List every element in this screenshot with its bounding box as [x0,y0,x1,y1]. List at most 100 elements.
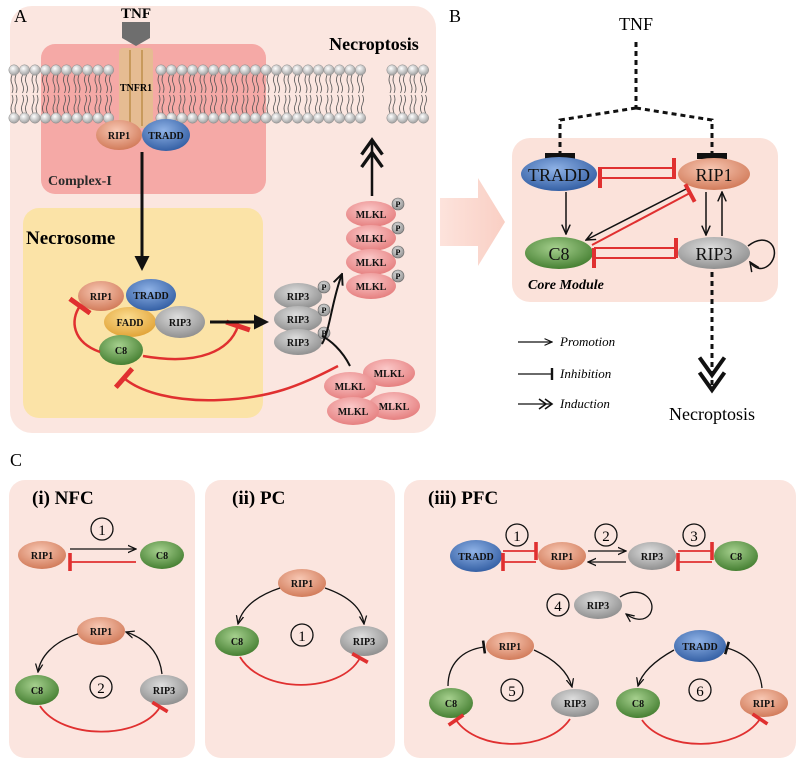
lipid-head [260,64,272,76]
lipid-tail [199,74,207,94]
lipid-tail [31,74,39,94]
svg-text:C8: C8 [445,699,457,710]
lipid-head [355,64,366,76]
lipid-tail [178,74,186,94]
lipid-tail [420,74,427,94]
panel-letter-c: C [10,450,22,470]
nfc-motif-2: RIP1 C8 RIP3 2 [15,617,188,733]
lipid-tail [199,94,207,114]
svg-text:TRADD: TRADD [528,165,590,185]
lipid-tail [252,94,259,114]
motif-number-circle [290,623,314,647]
lipid-head [92,64,104,76]
lipid-tail [273,74,280,94]
lipid-head [155,64,167,76]
svg-text:RIP1: RIP1 [90,292,112,303]
lipid-tail [157,94,165,114]
tnf-label-b: TNF [619,14,653,34]
svg-text:C8: C8 [632,699,644,710]
node-rip3-necrosome: RIP3 [155,306,205,338]
pfc-m6-node-c8: C8 [616,688,660,718]
lipid-head [271,112,282,124]
core-node-c8: C8 [525,237,593,269]
svg-text:RIP3: RIP3 [287,292,309,303]
lipid-head [386,64,398,76]
lipid-tail [189,74,196,94]
lipid-head [103,64,114,76]
lipid-tail [52,74,60,94]
lipid-tail [178,94,186,114]
lipid-tail [315,74,322,94]
svg-text:RIP1: RIP1 [499,642,521,653]
lipid-tail [283,74,291,94]
svg-text:1: 1 [513,529,521,545]
lipid-head [208,112,219,124]
pfc-motif-5: RIP1 C8 RIP3 5 [429,632,599,745]
svg-text:3: 3 [690,529,698,545]
lipid-head [61,64,72,76]
lipid-tail [231,74,238,94]
lipid-head [8,112,20,124]
node-tradd-necrosome: TRADD [126,279,176,311]
svg-text:RIP1: RIP1 [31,551,53,562]
pfc-m5-node-rip3: RIP3 [551,689,599,717]
necroptosis-label-b: Necroptosis [669,404,755,424]
lipid-tail [262,94,270,114]
pfc-m5-node-c8: C8 [429,688,473,718]
motif-number-circle [505,523,529,547]
svg-text:6: 6 [696,684,704,700]
lipid-head [187,64,198,76]
svg-text:C8: C8 [231,637,243,648]
lipid-tail [105,74,112,94]
lipid-tail [388,74,396,94]
pfc-m5-c8-inhibits-rip1 [447,640,487,687]
svg-text:RIP3: RIP3 [641,552,663,563]
pfc-m6-node-tradd: TRADD [674,630,726,662]
lipid-head [229,64,240,76]
lipid-tail [336,74,343,94]
lipid-head [260,112,272,124]
lipid-tail [21,74,28,94]
tnf-label-a: TNF [121,6,151,22]
pc-title: (ii) PC [232,488,285,509]
lipid-tail [325,74,333,94]
panel-letter-b: B [449,6,461,26]
lipid-head [218,64,230,76]
node-c8-necrosome: C8 [99,335,143,365]
lipid-tail [84,94,91,114]
mlkl-cluster-item: MLKL [324,372,376,400]
pfc-motif-6: TRADD C8 RIP1 6 [616,630,788,745]
lipid-tail [168,74,175,94]
nfc-m2-rip1-to-c8 [38,633,79,672]
node-fadd-necrosome: FADD [104,307,156,337]
svg-text:P: P [396,248,401,257]
motif-number-circle [688,678,712,702]
lipid-head [397,64,408,76]
pfc-chain: TRADD RIP1 RIP3 C8 1 2 3 [450,523,758,572]
lipid-head [334,112,345,124]
node-tradd-complex1: TRADD [142,119,190,151]
svg-text:C8: C8 [548,244,569,264]
lipid-tail [63,94,70,114]
lipid-tail [336,94,343,114]
lipid-head [61,112,72,124]
pc-m1-node-c8: C8 [215,626,259,656]
svg-text:P: P [396,224,401,233]
inhibition-c8-to-rip3-stack [142,319,251,361]
svg-text:MLKL: MLKL [338,407,369,418]
legend-inhibition-label: Inhibition [559,366,611,381]
svg-text:C8: C8 [31,686,43,697]
edge-rip3-self-loop [747,239,776,268]
tnf-dashed-to-rip1 [635,106,727,159]
pc-m1-node-rip3: RIP3 [340,626,388,656]
lipid-head [292,112,303,124]
lipid-tail [84,74,91,94]
svg-text:RIP3: RIP3 [287,338,309,349]
lipid-head [197,64,209,76]
lipid-head [386,112,398,124]
lipid-head [71,64,83,76]
